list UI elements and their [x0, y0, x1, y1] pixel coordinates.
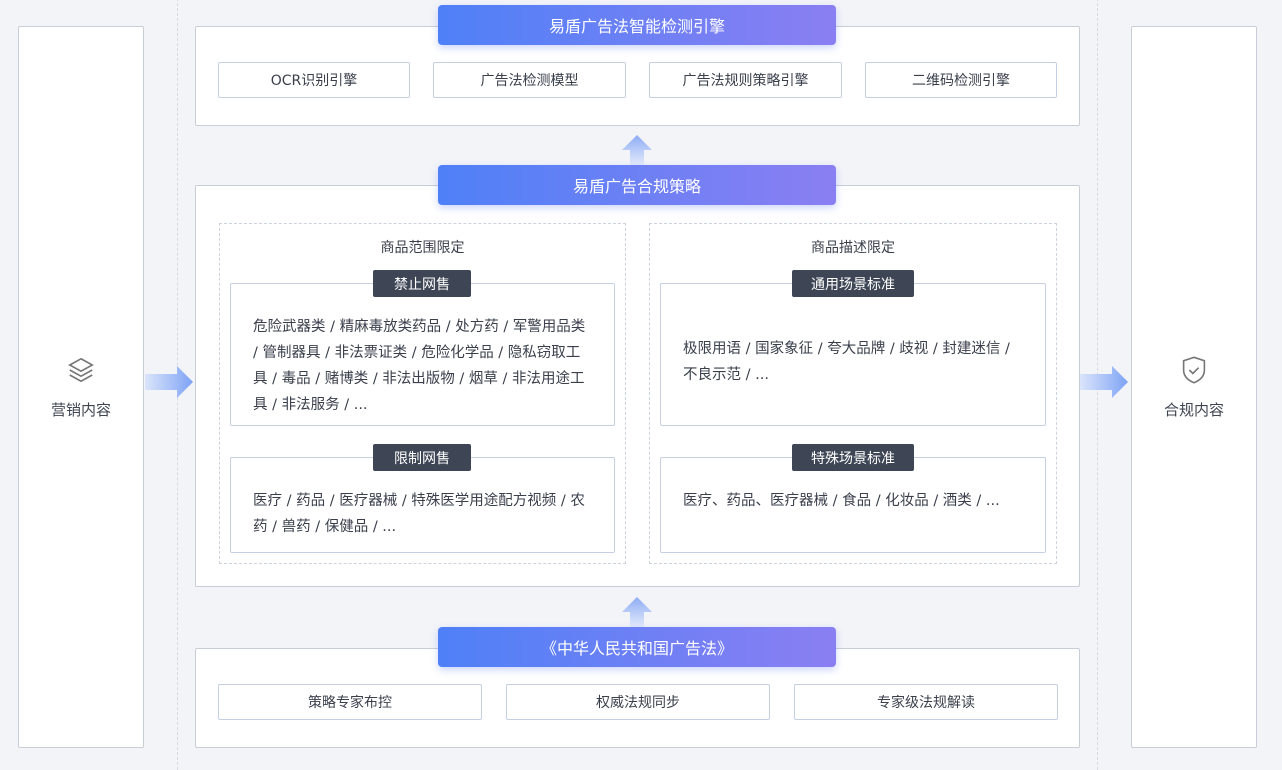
forbidden-box: 危险武器类 / 精麻毒放类药品 / 处方药 / 军警用品类 / 管制器具 / 非…	[230, 283, 615, 426]
law-item-sync: 权威法规同步	[506, 684, 770, 720]
arrow-up-icon	[622, 135, 652, 165]
layers-icon	[68, 357, 94, 382]
strategy-title: 易盾广告合规策略	[438, 165, 836, 205]
engine-item-model: 广告法检测模型	[433, 62, 626, 98]
special-tag: 特殊场景标准	[792, 444, 914, 471]
desc-title: 商品描述限定	[811, 240, 895, 256]
law-item-expert-control: 策略专家布控	[218, 684, 482, 720]
law-item-interpret: 专家级法规解读	[794, 684, 1058, 720]
marketing-content-label: 营销内容	[50, 400, 111, 419]
engine-item-rules: 广告法规则策略引擎	[649, 62, 842, 98]
general-tag: 通用场景标准	[792, 270, 914, 297]
shield-check-icon	[1182, 355, 1206, 384]
scope-section: 商品范围限定	[219, 223, 626, 564]
restricted-tag: 限制网售	[373, 444, 471, 471]
forbidden-tag: 禁止网售	[373, 270, 471, 297]
arrow-right-icon	[1080, 366, 1128, 398]
engine-title: 易盾广告法智能检测引擎	[438, 5, 836, 45]
arrow-right-icon	[145, 366, 193, 398]
general-box: 极限用语 / 国家象征 / 夸大品牌 / 歧视 / 封建迷信 / 不良示范 / …	[660, 283, 1046, 426]
restricted-box: 医疗 / 药品 / 医疗器械 / 特殊医学用途配方视频 / 农药 / 兽药 / …	[230, 457, 615, 553]
scope-title: 商品范围限定	[380, 240, 465, 256]
special-box: 医疗、药品、医疗器械 / 食品 / 化妆品 / 酒类 / ...	[660, 457, 1046, 553]
marketing-content-box: 营销内容	[18, 26, 144, 748]
compliant-content-box: 合规内容	[1131, 26, 1257, 748]
engine-item-qrcode: 二维码检测引擎	[865, 62, 1057, 98]
arrow-up-icon	[622, 597, 652, 627]
law-title: 《中华人民共和国广告法》	[438, 627, 836, 667]
engine-item-ocr: OCR识别引擎	[218, 62, 410, 98]
desc-section: 商品描述限定	[649, 223, 1057, 564]
compliant-content-label: 合规内容	[1163, 400, 1224, 419]
